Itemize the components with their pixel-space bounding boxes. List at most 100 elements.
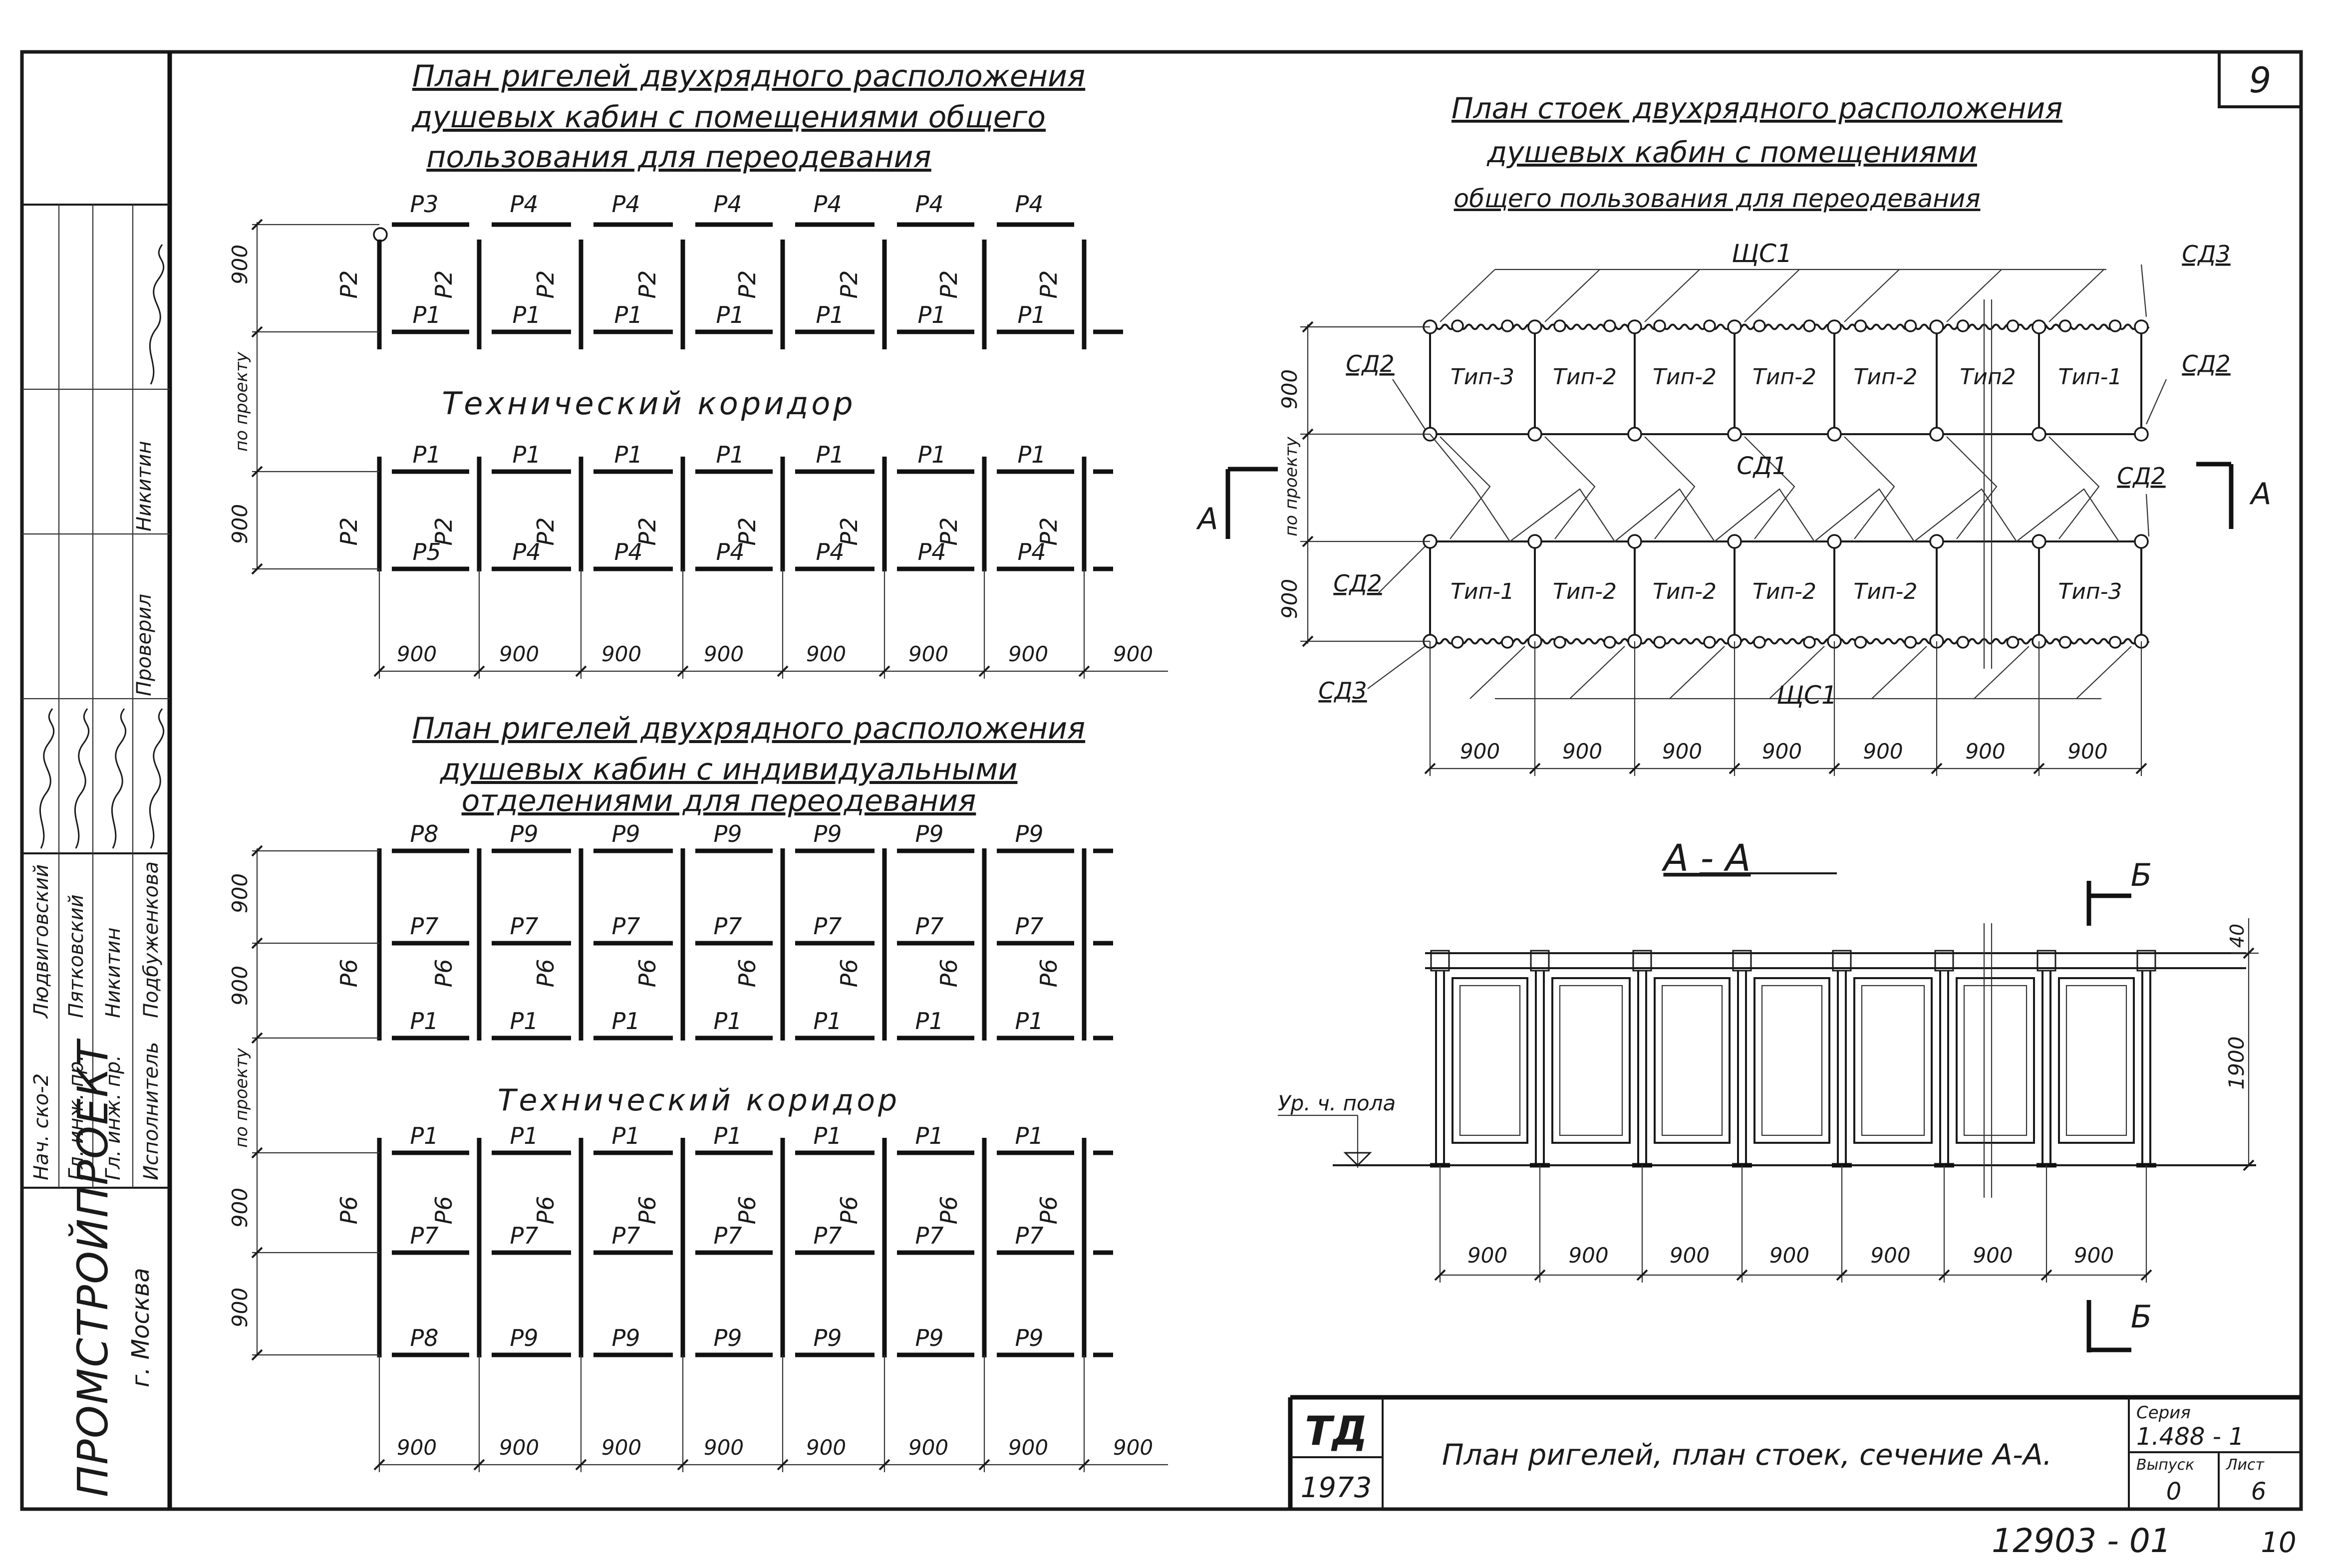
rigel-label: Р1: [510, 1122, 538, 1149]
plan-posts: План стоек двухрядного расположениядушев…: [1195, 91, 2272, 776]
corner-node: [373, 227, 388, 242]
section-letter: Б: [2131, 857, 2152, 893]
rigel-label: Р1: [611, 1008, 640, 1035]
dim-label: 900: [1562, 739, 1602, 764]
rigel-label: Р1: [917, 441, 946, 468]
dim-tick: [251, 219, 263, 231]
section-letter: А: [2249, 477, 2271, 512]
post-label: СД2: [1346, 350, 1394, 377]
shield-hatch: [1544, 269, 1600, 322]
post-node: [1553, 319, 1566, 332]
dim-label: 900: [1113, 1435, 1153, 1460]
post-node: [1827, 427, 1842, 442]
dim-label: 900: [1467, 1243, 1507, 1268]
dim-label: 900: [601, 1435, 641, 1460]
plan-title: пользования для переодевания: [426, 140, 931, 175]
post-node: [1501, 636, 1514, 649]
rigel-label: Р5: [412, 538, 441, 565]
leader: [1367, 646, 1426, 689]
rigel-label: Р8: [410, 820, 438, 847]
dim-label: 900: [806, 1435, 846, 1460]
post-node: [1929, 319, 1944, 334]
post-node: [1603, 636, 1616, 649]
rigel-label: Р2: [335, 270, 362, 298]
rigel-label: Р6: [734, 1196, 761, 1224]
rigel-label: Р1: [1015, 1008, 1043, 1035]
rigel-label: Р4: [716, 538, 744, 565]
post-node: [1854, 319, 1867, 332]
rigel-label: Р7: [611, 1222, 640, 1249]
post-node: [1653, 319, 1666, 332]
dim-label: 900: [397, 642, 437, 666]
post-node: [1703, 636, 1716, 649]
post-node: [1627, 534, 1642, 549]
dim-label: 900: [908, 1435, 948, 1460]
rigel-label: Р9: [713, 820, 742, 847]
shield-wall: [1429, 638, 2150, 645]
shield-hatch: [1844, 269, 1900, 322]
shield-label: ЩС1: [1776, 681, 1837, 710]
door-panel-inner: [1459, 985, 1521, 1136]
dim-label: 900: [2067, 739, 2107, 764]
dim-tick: [251, 845, 263, 857]
post-node: [1527, 427, 1542, 442]
rigel-label: Р1: [915, 1008, 943, 1035]
dim-tick: [1529, 763, 1541, 775]
post-node: [1929, 534, 1944, 549]
dim-tick: [251, 1147, 263, 1159]
dim-tick: [677, 1459, 689, 1471]
rigel-label: Р6: [836, 1196, 863, 1224]
tb-issue-label: Выпуск: [2136, 1456, 2194, 1474]
tb-issue: 0: [2166, 1478, 2182, 1506]
door-panel-inner: [2065, 985, 2127, 1136]
stamp-organization: ПРОМСТРОЙПРОЕКТ: [68, 1038, 117, 1497]
dim-tick: [1729, 763, 1741, 775]
cabin-type: Тип-1: [2058, 364, 2122, 390]
dim-tick: [1828, 763, 1840, 775]
dim-label: 900: [228, 245, 252, 284]
cabin-type: Тип-1: [1451, 579, 1514, 604]
post-label: СД3: [2182, 241, 2230, 267]
dim-tick: [1636, 1269, 1648, 1281]
plan-title: План ригелей двухрядного расположения: [412, 59, 1085, 94]
door-panel: [1853, 977, 1933, 1144]
post-cap: [1934, 950, 1954, 972]
door-swing: [1440, 436, 1491, 539]
rigel-label: Р7: [813, 1222, 842, 1249]
dim-tick: [251, 1247, 263, 1259]
rigel-label: Р6: [1035, 959, 1062, 987]
dim-label: 900: [2074, 1243, 2114, 1268]
door-zigzag: [1430, 434, 2119, 542]
door-swing: [1644, 436, 1696, 539]
dim-label: 900: [1460, 739, 1500, 764]
dim-tick: [575, 665, 587, 677]
post-node: [1627, 427, 1642, 442]
rigel-label: Р4: [1017, 538, 1046, 565]
door-panel: [1753, 977, 1830, 1144]
post-node: [1753, 636, 1766, 649]
rigel-label: Р1: [614, 301, 642, 328]
rigel-label: Р4: [713, 191, 742, 218]
stamp-role: Гл. инж. пр.: [65, 1055, 88, 1180]
post-node: [2058, 636, 2072, 649]
stamp-signature: [74, 708, 90, 849]
shield-hatch: [1669, 646, 1725, 699]
dim-tick: [878, 665, 890, 677]
rigel-label: Р2: [335, 517, 362, 545]
shield-hatch: [1469, 646, 1525, 699]
stamp-role: Проверил: [133, 594, 156, 696]
dim-tick: [2040, 1269, 2052, 1281]
rigel-label: Р7: [510, 1222, 538, 1249]
leader: [1392, 379, 1426, 430]
stamp-name: Подбуженкова: [140, 861, 163, 1018]
post-cap: [2037, 950, 2056, 972]
stamp-role: Исполнитель: [140, 1042, 163, 1180]
stamp-signature: [111, 708, 127, 849]
dim-tick: [1302, 635, 1314, 647]
post-node: [2134, 427, 2149, 442]
post-label: СД2: [1333, 570, 1382, 597]
rigel-label: Р1: [412, 301, 441, 328]
dim-tick: [251, 563, 263, 575]
